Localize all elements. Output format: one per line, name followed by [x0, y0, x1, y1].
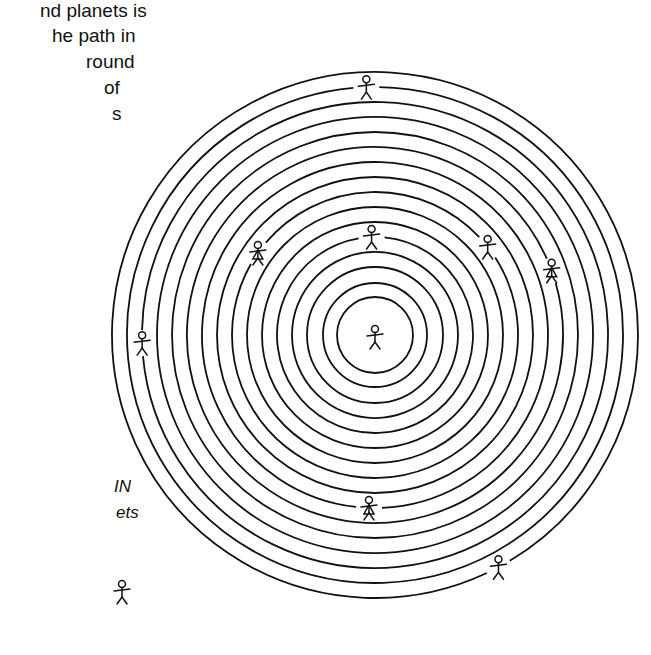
stick-figure	[490, 556, 506, 580]
stick-figure	[361, 496, 377, 520]
stick-figure	[480, 235, 496, 258]
figure-legs	[361, 92, 371, 99]
caption-fragment: he path in	[52, 25, 135, 47]
figure-body	[141, 339, 143, 349]
figure-arms	[490, 564, 506, 566]
figure-body	[374, 333, 376, 343]
orbit-ring	[202, 162, 548, 508]
figure-arms	[358, 84, 374, 86]
figure-head	[372, 326, 379, 333]
stick-figure	[250, 241, 266, 265]
orbit-ring	[187, 147, 563, 523]
orbit-ring	[157, 117, 593, 553]
figure-arms	[114, 589, 130, 591]
figure-body	[371, 233, 373, 243]
caption-fragment: of	[104, 77, 120, 99]
orbit-ring	[217, 177, 533, 493]
figure-dress	[547, 268, 557, 277]
figure-body	[121, 588, 123, 598]
figure-head	[254, 241, 261, 248]
figure-body	[487, 242, 489, 252]
figure-legs	[137, 348, 147, 355]
orbit-rings	[112, 72, 638, 598]
figure-head	[363, 76, 370, 83]
stick-figure	[367, 326, 383, 350]
stick-figure	[358, 76, 374, 100]
figure-head	[119, 581, 126, 588]
orbit-ring	[232, 192, 518, 478]
orbit-ring	[323, 283, 427, 387]
orbit-ring	[292, 252, 458, 418]
figure-legs	[493, 572, 503, 579]
figure-head	[548, 259, 555, 266]
caption-fragment: s	[112, 103, 122, 125]
orbit-ring	[307, 267, 443, 403]
figure-arms	[480, 244, 496, 246]
caption-fragment: ets	[116, 502, 139, 524]
figure-dress	[364, 505, 374, 514]
figure-legs	[483, 252, 493, 259]
stick-figure	[364, 226, 380, 250]
caption-fragment: nd planets is	[40, 0, 147, 22]
figure-dress	[253, 250, 263, 259]
stick-figure	[544, 259, 560, 283]
figure-head	[139, 332, 146, 339]
orbit-ring	[112, 72, 638, 598]
figure-legs	[117, 597, 127, 604]
caption-fragment: IN	[114, 476, 131, 498]
orbit-ring	[337, 297, 413, 373]
stick-figure	[114, 581, 130, 605]
stick-figure	[134, 332, 150, 356]
figure-head	[484, 235, 491, 242]
figure-head	[495, 556, 502, 563]
figure-head	[368, 226, 375, 233]
figure-arms	[134, 340, 150, 342]
figure-body	[366, 83, 368, 93]
figures	[114, 76, 560, 604]
caption-fragment: round	[86, 51, 135, 73]
figure-arms	[364, 234, 380, 236]
figure-body	[498, 563, 500, 573]
orbit-ring	[142, 102, 608, 568]
figure-legs	[370, 342, 380, 349]
figure-legs	[367, 242, 377, 249]
orbit-ring	[172, 132, 578, 538]
figure-head	[365, 496, 372, 503]
orbit-ring	[127, 87, 623, 583]
figure-arms	[367, 334, 383, 336]
orbit-ring	[262, 222, 488, 448]
orbit-ring	[277, 237, 473, 433]
orbit-ring	[247, 207, 503, 463]
